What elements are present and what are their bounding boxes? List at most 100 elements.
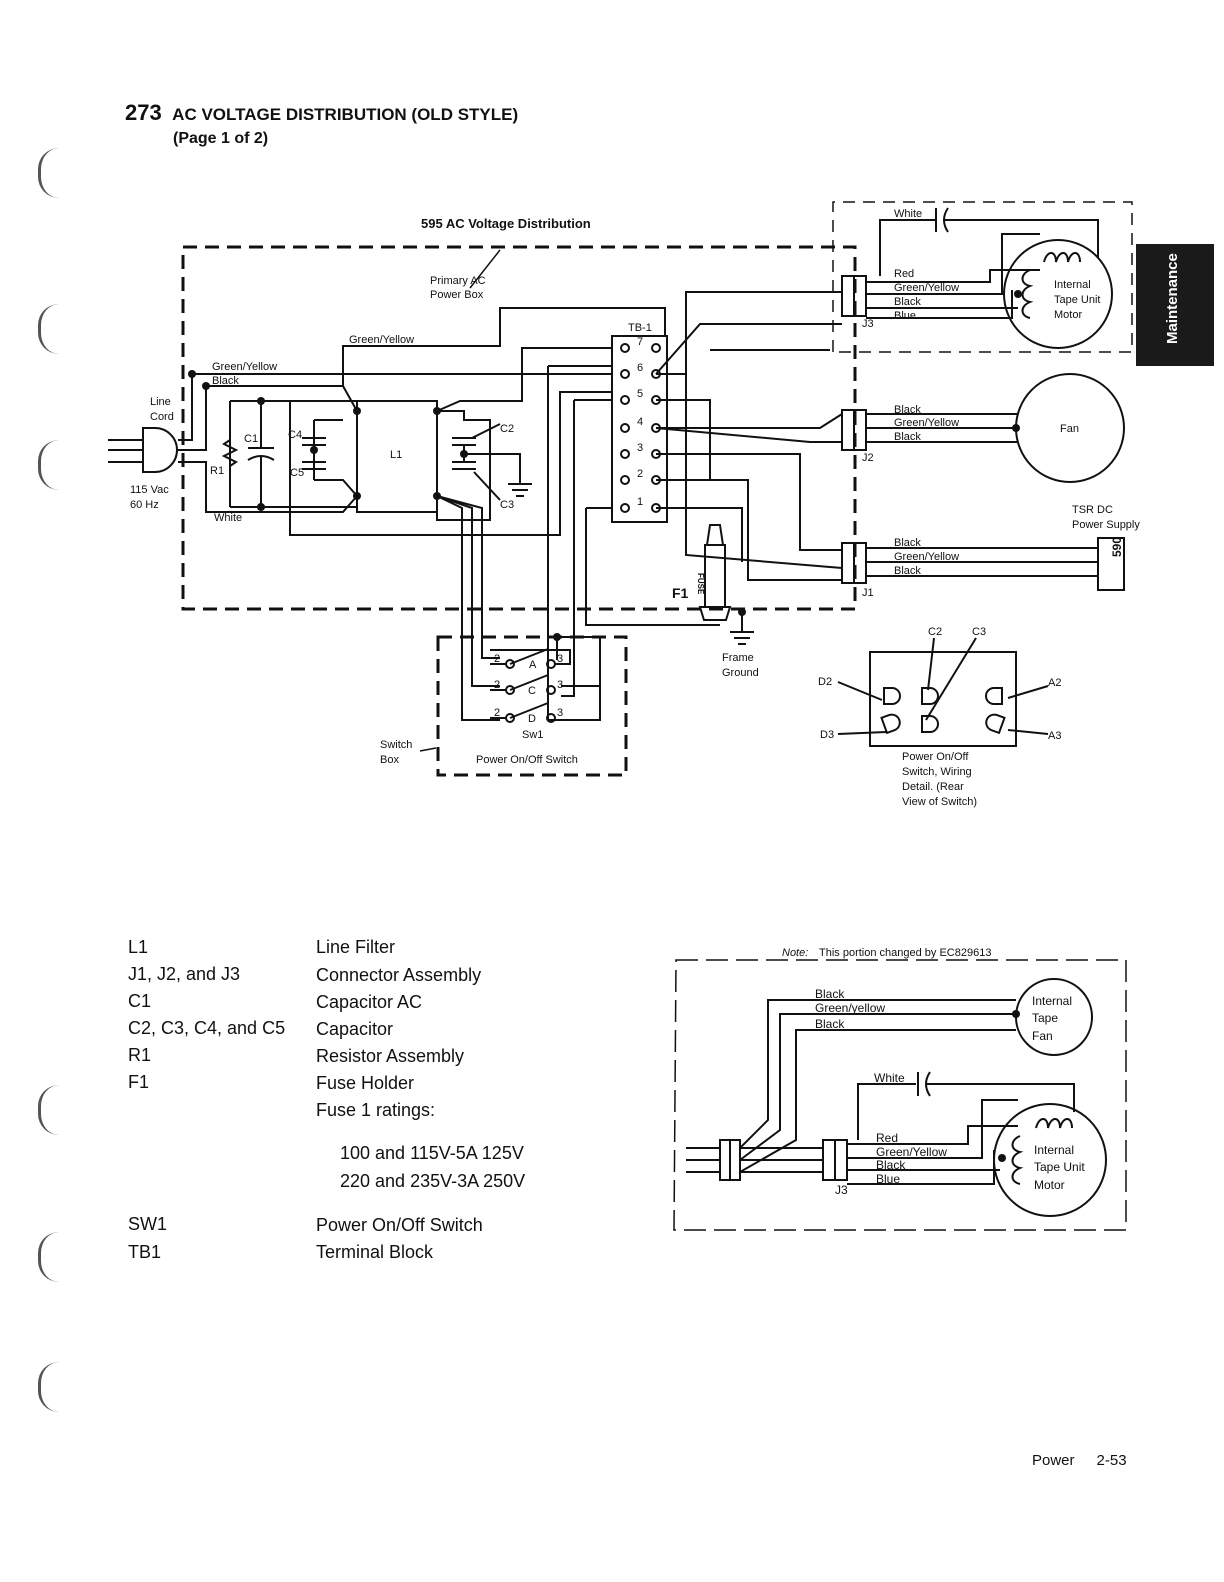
wire-label: Black <box>894 296 921 308</box>
detail-label: C2 <box>928 626 942 638</box>
line-filter-l1 <box>356 400 438 513</box>
terminal-number: 4 <box>637 416 643 428</box>
motor-label: Internal <box>1054 279 1091 291</box>
power-supply-590 <box>1097 537 1125 591</box>
terminal-number: 7 <box>637 336 643 348</box>
frame-ground-label: Ground <box>722 667 759 679</box>
switch-box-label: Box <box>380 754 399 766</box>
switch-pole: A <box>529 659 537 671</box>
wire-label: Red <box>876 1131 898 1145</box>
component-label: R1 <box>210 465 224 477</box>
detail-label: D3 <box>820 729 834 741</box>
primary-power-box-border <box>181 245 857 611</box>
page-heading: 273 AC VOLTAGE DISTRIBUTION (OLD STYLE) … <box>125 100 518 148</box>
power-supply-box-label: 590 <box>1110 537 1124 557</box>
switch-terminal: 3 <box>557 707 563 719</box>
binder-hole-mark <box>38 1362 59 1412</box>
ec-motor-label: Motor <box>1034 1178 1065 1192</box>
motor-area-border <box>832 201 1133 353</box>
wire-label: Black <box>876 1158 906 1172</box>
legend-desc: Capacitor AC <box>316 992 423 1012</box>
switch-name-label: Power On/Off Switch <box>476 754 578 766</box>
terminal-number: 1 <box>637 496 643 508</box>
switch-terminal: 2 <box>494 679 500 691</box>
switch-terminal: 2 <box>494 653 500 665</box>
wire-label: Green/yellow <box>815 1001 885 1015</box>
wire-label: Green/Yellow <box>212 361 277 373</box>
wire-label: Black <box>894 537 921 549</box>
detail-caption: Power On/Off <box>902 751 969 763</box>
ec-note-label: Note: <box>782 947 808 959</box>
wire-label: Black <box>212 375 239 387</box>
power-supply-label: Power Supply <box>1072 519 1140 531</box>
wire-label: Black <box>894 404 921 416</box>
frame-ground-label: Frame <box>722 652 754 664</box>
sw1-label: Sw1 <box>522 729 543 741</box>
terminal-number: 5 <box>637 388 643 400</box>
fuse-f1-label: F1 <box>672 585 689 601</box>
diagram-title: 595 AC Voltage Distribution <box>421 216 591 231</box>
page-title: AC VOLTAGE DISTRIBUTION (OLD STYLE) <box>172 105 519 124</box>
legend-desc: Fuse Holder <box>316 1073 415 1093</box>
ec-fan-label: Fan <box>1032 1029 1053 1043</box>
legend-desc: Resistor Assembly <box>316 1046 465 1066</box>
ec-note-text: This portion changed by EC829613 <box>819 947 991 959</box>
wire-label: White <box>214 512 242 524</box>
terminal-number: 3 <box>637 442 643 454</box>
component-label: C1 <box>244 433 258 445</box>
fuse-label: FUSE <box>696 573 705 595</box>
legend-desc: 220 and 235V-3A 250V <box>340 1171 526 1191</box>
terminal-block-label: TB-1 <box>628 322 652 334</box>
wire-label: Black <box>894 431 921 443</box>
wire-label: Green/Yellow <box>894 551 959 563</box>
ec-motor-label: Internal <box>1034 1143 1074 1157</box>
legend-code: F1 <box>128 1072 150 1092</box>
power-supply-label: TSR DC <box>1072 504 1113 516</box>
connector-label: J3 <box>862 318 874 330</box>
switch-box-label: Switch <box>380 739 412 751</box>
detail-label: A2 <box>1048 677 1061 689</box>
fuse-holder-f1 <box>704 544 726 608</box>
motor-label: Tape Unit <box>1054 294 1100 306</box>
component-label: C3 <box>500 499 514 511</box>
binder-hole-mark <box>38 1232 59 1282</box>
motor-label: Motor <box>1054 309 1082 321</box>
component-label: C2 <box>500 423 514 435</box>
wire-label: Green/Yellow <box>876 1145 947 1159</box>
line-cord-label: Cord <box>150 411 174 423</box>
binder-hole-mark <box>38 440 59 490</box>
ec-note-box <box>673 959 1127 1231</box>
fan-label: Fan <box>1060 423 1079 435</box>
wire-label: Green/Yellow <box>349 334 414 346</box>
connector-label: J1 <box>862 587 874 599</box>
page-subtitle: (Page 1 of 2) <box>173 130 269 147</box>
legend-desc: Line Filter <box>316 937 396 957</box>
switch-pole: D <box>528 713 536 725</box>
binder-hole-mark <box>38 1085 59 1135</box>
connector-label: J2 <box>862 452 874 464</box>
wire-label: Black <box>894 565 921 577</box>
legend-desc: Power On/Off Switch <box>316 1215 483 1235</box>
legend-desc: Fuse 1 ratings: <box>316 1100 436 1120</box>
frequency-label: 60 Hz <box>130 499 159 511</box>
ec-fan-label: Tape <box>1032 1011 1058 1025</box>
line-cord-plug <box>142 427 178 473</box>
legend-code: L1 <box>128 937 149 957</box>
legend-code: TB1 <box>128 1242 162 1262</box>
footer-section: Power <box>1032 1452 1075 1469</box>
terminal-number: 2 <box>637 468 643 480</box>
detail-label: A3 <box>1048 730 1061 742</box>
ec-fan-label: Internal <box>1032 994 1072 1008</box>
wire-label: Green/Yellow <box>894 282 959 294</box>
wire-label: White <box>894 208 922 220</box>
maintenance-tab: Maintenance <box>1136 244 1214 366</box>
detail-label: C3 <box>972 626 986 638</box>
switch-terminal: 2 <box>494 707 500 719</box>
primary-box-label: Power Box <box>430 289 484 301</box>
wire-label: Red <box>894 268 914 280</box>
legend-code: SW1 <box>128 1214 168 1234</box>
ec-motor-label: Tape Unit <box>1034 1160 1085 1174</box>
line-cord-label: Line <box>150 396 171 408</box>
section-number: 273 <box>125 100 162 125</box>
